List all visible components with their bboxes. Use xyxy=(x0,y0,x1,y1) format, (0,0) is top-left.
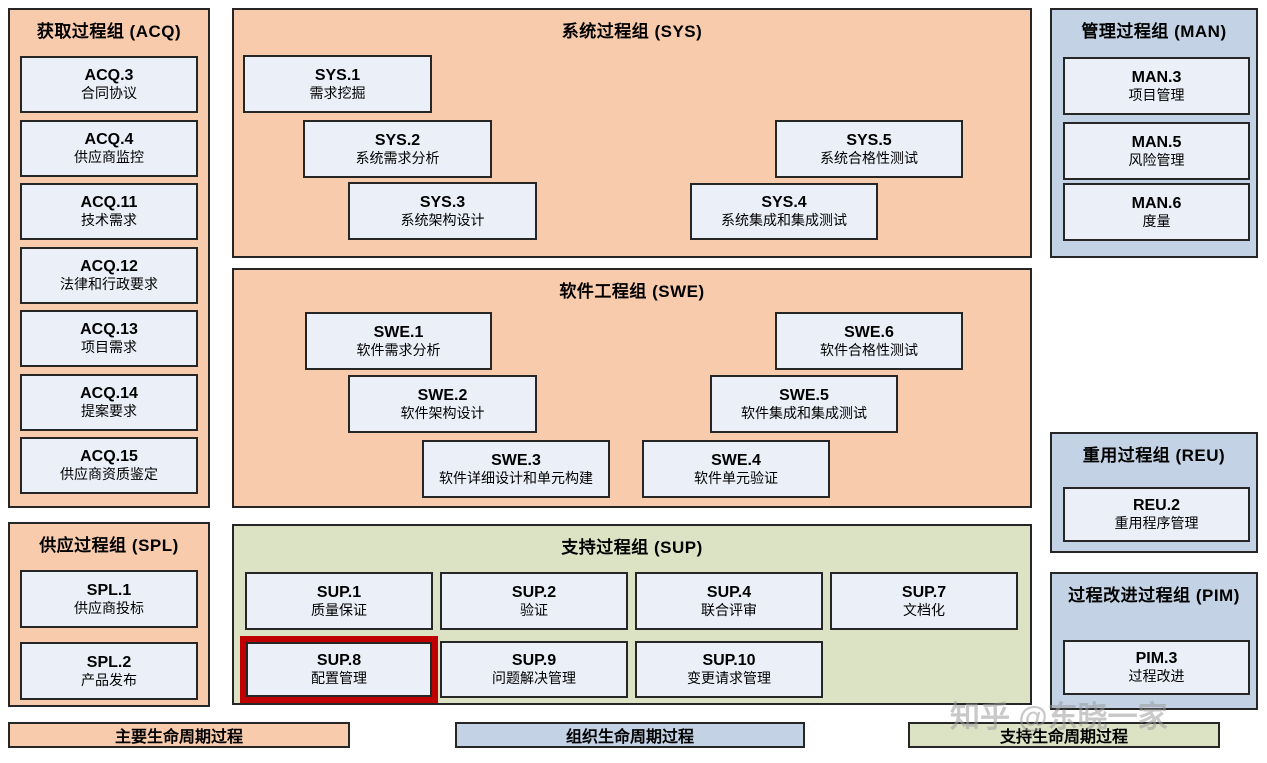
process-box-sup2: SUP.2 验证 xyxy=(440,572,628,630)
process-box-acq11: ACQ.11 技术需求 xyxy=(20,183,198,240)
group-spl-title: 供应过程组 (SPL) xyxy=(39,536,179,555)
process-box-sys3: SYS.3 系统架构设计 xyxy=(348,182,537,240)
process-box-sup7: SUP.7 文档化 xyxy=(830,572,1018,630)
legend-supporting-lifecycle-label: 支持生命周期过程 xyxy=(999,729,1128,746)
process-box-sup1: SUP.1 质量保证 xyxy=(245,572,433,630)
group-sys-title: 系统过程组 (SYS) xyxy=(561,22,703,41)
process-box-swe6: SWE.6 软件合格性测试 xyxy=(775,312,963,370)
legend-organizational-lifecycle: 组织生命周期过程 xyxy=(455,722,805,748)
group-reu-title: 重用过程组 (REU) xyxy=(1082,446,1226,465)
process-box-sup9: SUP.9 问题解决管理 xyxy=(440,641,628,698)
process-box-acq15: ACQ.15 供应商资质鉴定 xyxy=(20,437,198,494)
process-box-swe2: SWE.2 软件架构设计 xyxy=(348,375,537,433)
process-box-acq4: ACQ.4 供应商监控 xyxy=(20,120,198,177)
process-box-swe3: SWE.3 软件详细设计和单元构建 xyxy=(422,440,610,498)
group-man-title: 管理过程组 (MAN) xyxy=(1081,22,1227,41)
group-sup-title: 支持过程组 (SUP) xyxy=(561,538,703,557)
process-box-man3: MAN.3 项目管理 xyxy=(1063,57,1250,115)
process-box-sys2: SYS.2 系统需求分析 xyxy=(303,120,492,178)
process-box-swe5: SWE.5 软件集成和集成测试 xyxy=(710,375,898,433)
legend-primary-lifecycle: 主要生命周期过程 xyxy=(8,722,350,748)
process-box-sup4: SUP.4 联合评审 xyxy=(635,572,823,630)
process-box-acq13: ACQ.13 项目需求 xyxy=(20,310,198,367)
process-box-acq3: ACQ.3 合同协议 xyxy=(20,56,198,113)
process-box-sys1: SYS.1 需求挖掘 xyxy=(243,55,432,113)
legend-supporting-lifecycle: 支持生命周期过程 xyxy=(908,722,1220,748)
process-box-sys4: SYS.4 系统集成和集成测试 xyxy=(690,183,878,240)
group-swe: 软件工程组 (SWE) xyxy=(232,268,1032,508)
process-box-spl1: SPL.1 供应商投标 xyxy=(20,570,198,628)
group-swe-title: 软件工程组 (SWE) xyxy=(559,282,705,301)
process-box-swe1: SWE.1 软件需求分析 xyxy=(305,312,492,370)
process-box-man5: MAN.5 风险管理 xyxy=(1063,122,1250,180)
process-box-sup10: SUP.10 变更请求管理 xyxy=(635,641,823,698)
group-pim-title: 过程改进过程组 (PIM) xyxy=(1068,586,1240,605)
process-box-sys5: SYS.5 系统合格性测试 xyxy=(775,120,963,178)
process-box-acq12: ACQ.12 法律和行政要求 xyxy=(20,247,198,304)
legend-organizational-lifecycle-label: 组织生命周期过程 xyxy=(565,729,694,746)
legend-primary-lifecycle-label: 主要生命周期过程 xyxy=(114,729,243,746)
zhihu-watermark: 知乎 @东晓一家 xyxy=(950,701,1168,734)
process-box-reu2: REU.2 重用程序管理 xyxy=(1063,487,1250,542)
group-acq-title: 获取过程组 (ACQ) xyxy=(36,22,182,41)
process-box-spl2: SPL.2 产品发布 xyxy=(20,642,198,700)
process-box-acq14: ACQ.14 提案要求 xyxy=(20,374,198,431)
process-box-sup8-highlighted: SUP.8 配置管理 xyxy=(240,636,438,703)
process-box-pim3: PIM.3 过程改进 xyxy=(1063,640,1250,695)
process-box-swe4: SWE.4 软件单元验证 xyxy=(642,440,830,498)
process-box-man6: MAN.6 度量 xyxy=(1063,183,1250,241)
